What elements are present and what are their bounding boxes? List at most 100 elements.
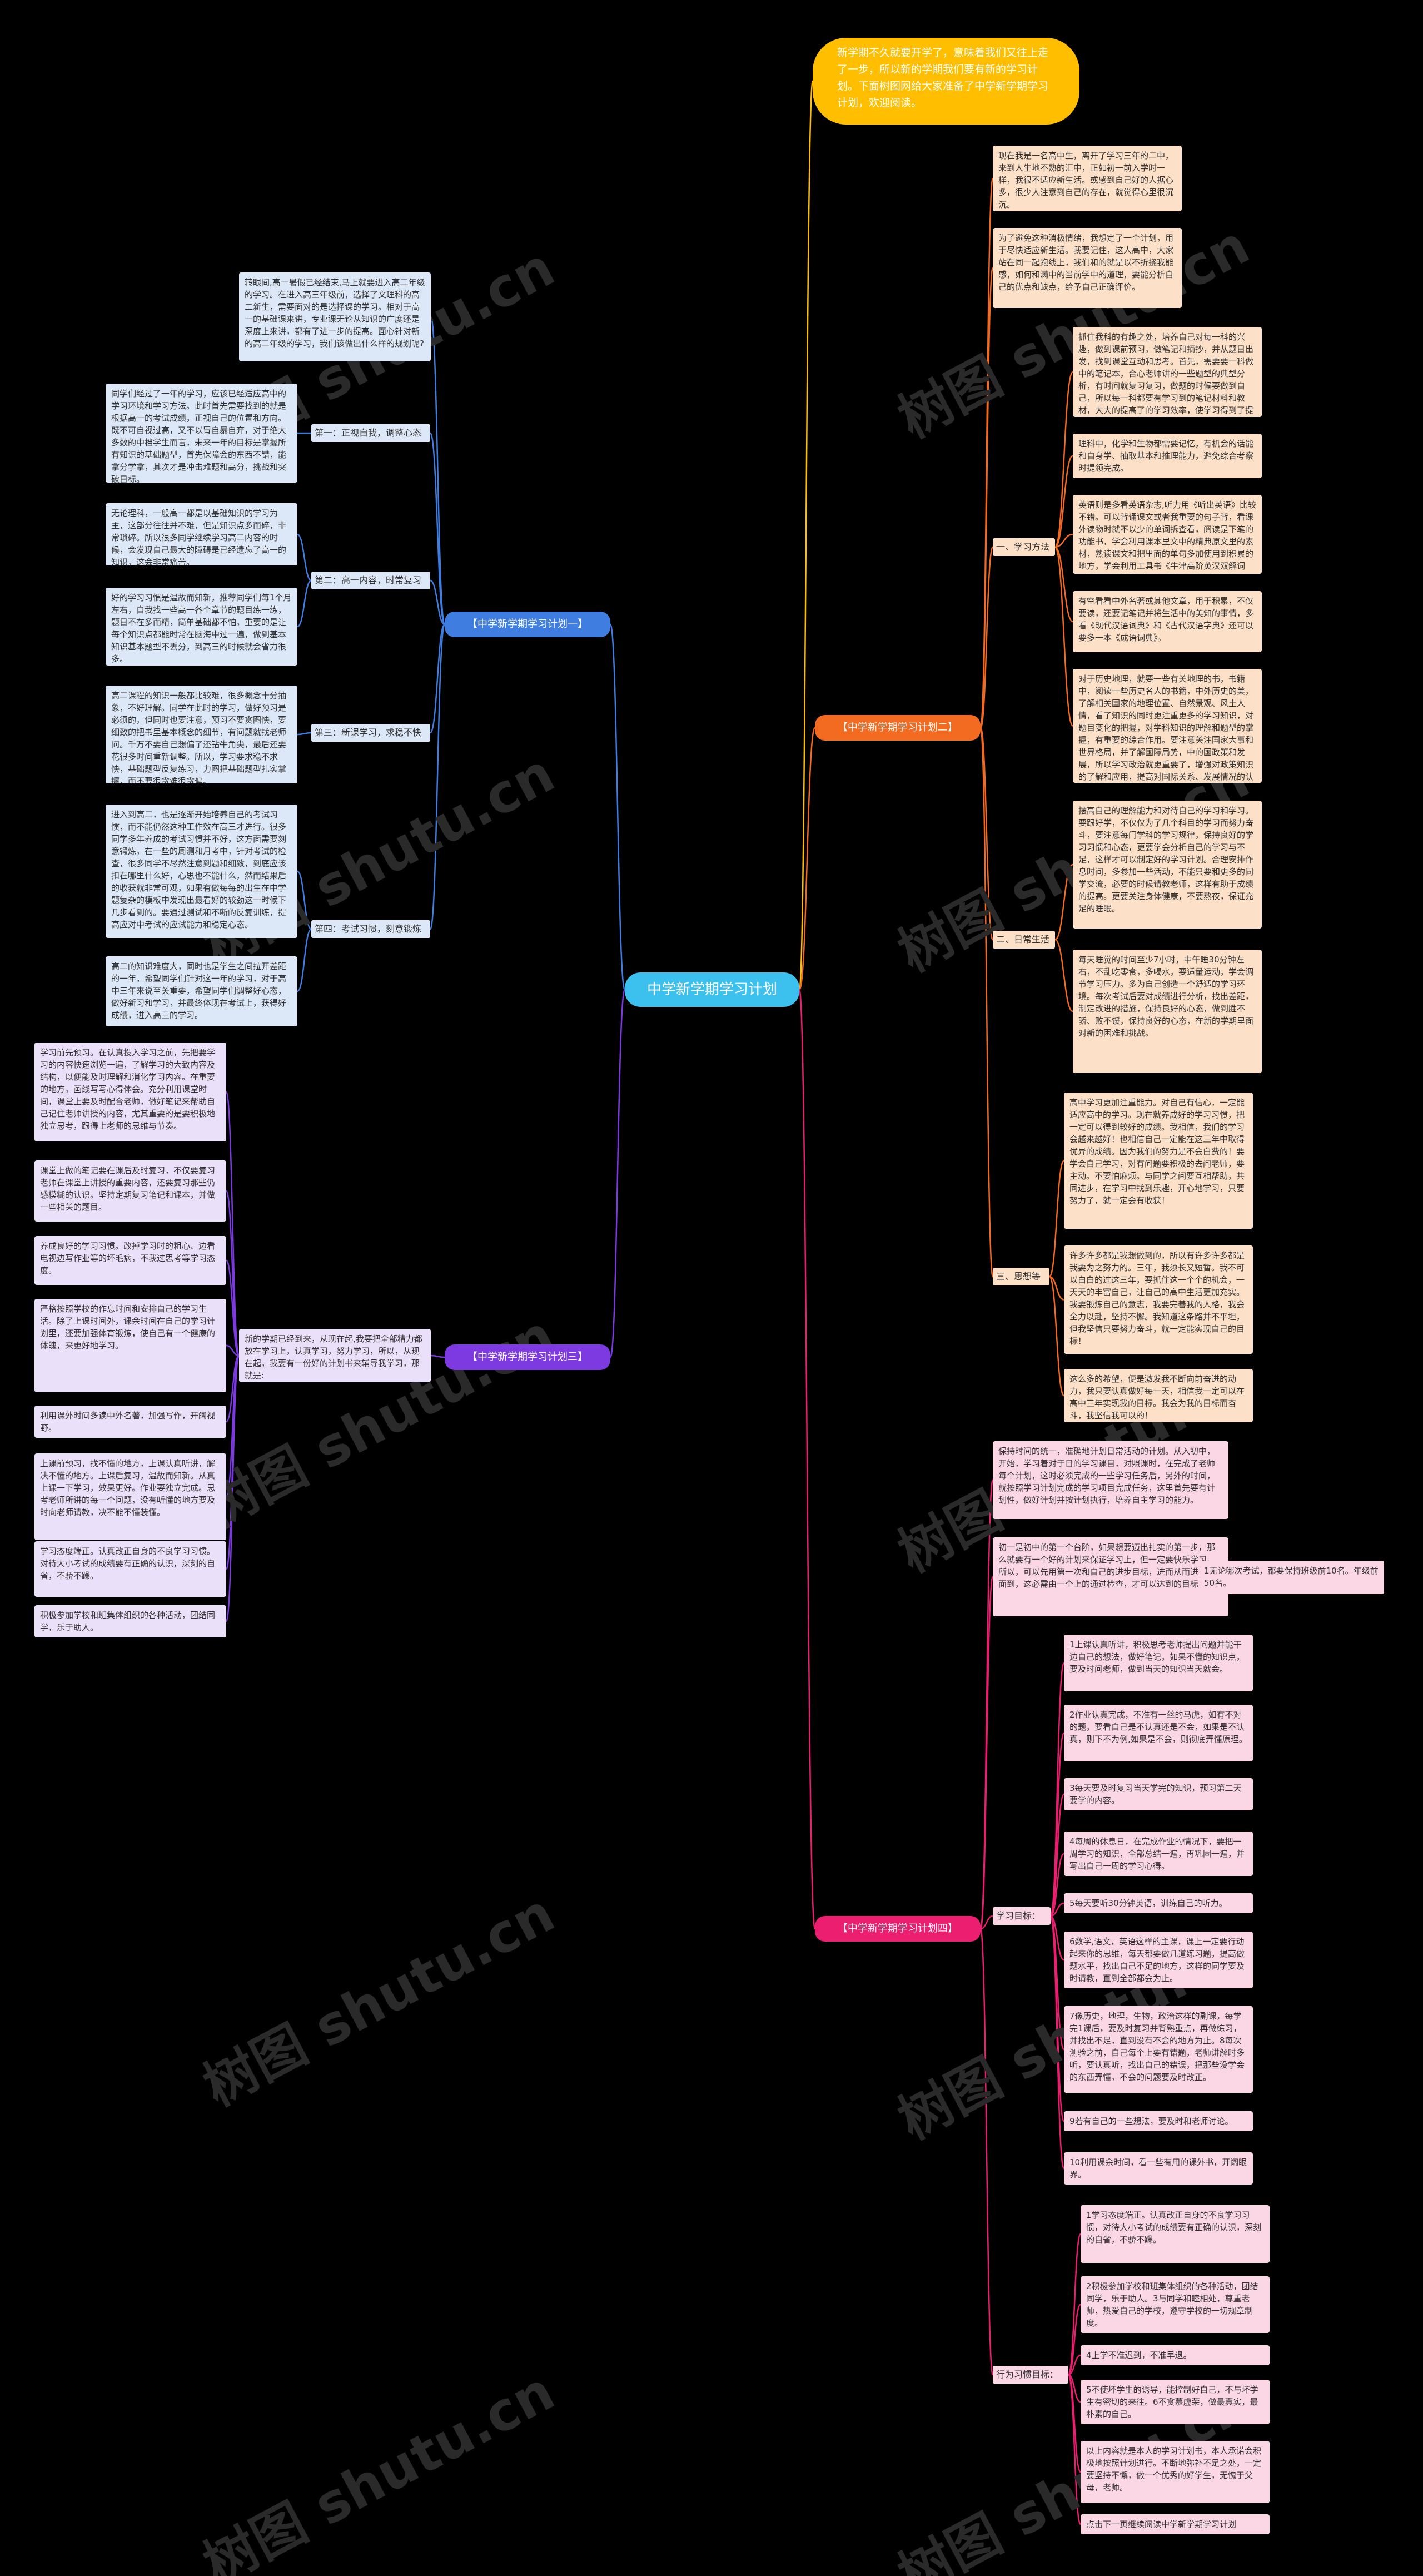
branch-plan-3[interactable]: 【中学新学期学习计划三】 [445, 1344, 610, 1370]
plan1-section-4[interactable]: 第四：考试习惯，刻意锻炼 [311, 920, 430, 938]
plan1-section-3[interactable]: 第三：新课学习，求稳不快 [311, 724, 430, 742]
plan3-leaf-4: 严格按照学校的作息时间和安排自己的学习生活。除了上课时间外，课余时间在自己的学习… [34, 1299, 226, 1392]
plan1-section-1[interactable]: 第一：正视自我，调整心态 [311, 424, 430, 442]
plan1-section-2[interactable]: 第二：高一内容，时常复习 [311, 572, 430, 589]
connector [429, 623, 446, 930]
connector [1067, 2304, 1082, 2376]
plan3-leaf-7: 学习态度端正。认真改正自身的不良学习习惯。对待大小考试的成绩要有正确的认识，深刻… [34, 1541, 226, 1597]
plan1-s2-leaf-1: 无论理科，一般高一都是以基础知识的学习为主，这部分往往并不难，但是知识点多而碎，… [106, 503, 297, 565]
plan1-s4-leaf-1: 进入到高二，也是逐渐开始培养自己的考试习惯，而不能仍然这种工作效在高三才进行。很… [106, 805, 297, 938]
plan4-footer-link[interactable]: 点击下一页继续阅读中学新学期学习计划 [1081, 2514, 1270, 2534]
connector [1054, 533, 1073, 548]
plan2-section-2[interactable]: 二、日常生活 [993, 931, 1055, 949]
connector [225, 1354, 240, 1622]
plan2-s3-leaf-1: 高中学习更加注重能力。对自己有信心，一定能适应高中的学习。现在就养成好的学习习惯… [1064, 1093, 1253, 1229]
connector [297, 533, 312, 582]
connector [1050, 1902, 1064, 1917]
connector [1049, 1793, 1065, 1917]
connector [979, 1576, 994, 1930]
connector [1054, 546, 1073, 623]
plan4-s2-leaf-3: 4上学不准迟到，不准早退。 [1081, 2345, 1270, 2365]
plan4-s2-leaf-4: 5不使坏学生的诱导，能控制好自己，不与坏学生有密切的来往。6不贪慕虚荣，做最真实… [1081, 2380, 1270, 2424]
connector [1048, 1275, 1065, 1397]
connector [1054, 546, 1074, 727]
plan4-s1-leaf-1: 1上课认真听讲，积极思考老师提出问题并能干边自己的想法，做好笔记，如果不懂的知识… [1064, 1635, 1253, 1691]
intro-bubble[interactable]: 新学期不久就要开学了，意味着我们又往上走了一步，所以新的学期我们要有新的学习计划… [813, 38, 1079, 125]
plan3-leaf-2: 课堂上做的笔记要在课后及时复习，不仅要复习老师在课堂上讲授的重要内容，还要复习那… [34, 1160, 226, 1222]
plan4-intro-1: 保持时间的统一，准确地计划日常活动的计划。从入初中，开始，学习着对于日的学习课目… [993, 1441, 1228, 1519]
connector [798, 989, 816, 1930]
connector [979, 267, 994, 729]
connector [226, 1344, 240, 1357]
connector [798, 727, 816, 991]
plan2-s1-leaf-3: 英语则是多看英语杂志,听力用《听出英语》比较不错。可以背诵课文或者我重要的句子背… [1073, 495, 1262, 574]
plan3-leaf-5: 利用课外时间多读中外名著，加强写作，开阔视野。 [34, 1406, 226, 1438]
connector [1068, 2354, 1081, 2376]
connector [979, 727, 994, 941]
connector [1054, 371, 1074, 548]
plan4-s1-leaf-2: 2作业认真完成，不准有一丝的马虎，如有不对的题，要看自己是不认真还是不会，如果是… [1064, 1705, 1253, 1761]
plan4-note: 1无论哪次考试，都要保持班级前10名。年级前50名。 [1198, 1561, 1384, 1594]
plan4-s1-leaf-8: 9若有自己的一些想法，要及时和老师讨论。 [1064, 2111, 1253, 2131]
plan2-s3-leaf-2: 许多许多都是我想做到的，所以有许多许多都是我要为之努力的。三年，我须长又短暂。我… [1064, 1245, 1253, 1354]
plan4-s2-leaf-2: 2积极参加学校和班集体组织的各种活动，团结同学，乐于助人。3与同学和睦相处，尊重… [1081, 2276, 1270, 2333]
plan4-s1-leaf-4: 4每周的休息日，在完成作业的情况下，要把一周学习的知识，全部总结一遍，再巩固一遍… [1064, 1832, 1253, 1876]
connector [296, 928, 312, 992]
plan2-section-3[interactable]: 三、思想等 [993, 1268, 1049, 1285]
plan2-s2-leaf-1: 摆高自己的理解能力和对待自己的学习和学习。要跟好学，不仅仅为了几个科目的学习而努… [1073, 801, 1262, 929]
connector [1048, 1160, 1065, 1278]
plan4-section-2[interactable]: 行为习惯目标： [993, 2366, 1068, 2384]
connector [979, 1479, 994, 1930]
branch-plan-2[interactable]: 【中学新学期学习计划二】 [815, 715, 981, 741]
plan1-s4-leaf-2: 高二的知识难度大，同时也是学生之间拉开差距的一年，希望同学们针对这一年的学习，对… [106, 956, 297, 1026]
connector [430, 316, 446, 626]
plan1-s1-leaf: 同学们经过了一年的学习，应该已经适应高中的学习环境和学习方法。此时首先需要找到的… [106, 384, 297, 483]
branch-plan-4[interactable]: 【中学新学期学习计划四】 [815, 1916, 981, 1942]
plan1-s2-leaf-2: 好的学习习惯是温故而知新，推荐同学们每1个月左右，自我找一些高一各个章节的题目练… [106, 588, 297, 666]
connector [980, 1915, 993, 1930]
plan4-intro-2: 初一是初中的第一个台阶，如果想要迈出扎实的第一步，那么就要有一个好的计划来保证学… [993, 1537, 1228, 1616]
connector [225, 1259, 240, 1357]
plan4-s2-leaf-1: 1学习态度端正。认真改正自身的不良学习习惯，对待大小考试的成绩要有正确的认识，深… [1081, 2205, 1270, 2263]
connector [1067, 2233, 1082, 2376]
connector [1049, 1275, 1064, 1301]
connector [430, 579, 445, 626]
plan2-intro-2: 为了避免这种消极情绪，我想定了一个计划，用于尽快适应新生活。我要记住，这人高中，… [993, 228, 1182, 308]
plan1-s3-leaf: 高二课程的知识一般都比较难，很多概念十分抽象，不好理解。同学在此时的学习，做好预… [106, 686, 297, 783]
root-topic[interactable]: 中学新学期学习计划 [625, 972, 799, 1007]
connector [1054, 939, 1073, 1012]
plan2-section-1[interactable]: 一、学习方法 [993, 538, 1055, 556]
plan3-leaf-1: 学习前先预习。在认真投入学习之前，先把要学习的内容快速浏览一遍，了解学习的大致内… [34, 1043, 226, 1141]
connector [609, 623, 626, 991]
plan4-s1-leaf-3: 3每天要及时复习当天学完的知识，预习第二天要学的内容。 [1064, 1778, 1253, 1810]
plan3-leaf-3: 养成良好的学习习惯。改掉学习时的粗心、边看电视边写作业等的坏毛病，不我过思考等学… [34, 1236, 226, 1285]
connector [1067, 2374, 1082, 2525]
connector [297, 579, 312, 628]
connector [297, 870, 312, 930]
connector [1054, 455, 1073, 548]
branch-plan-1[interactable]: 【中学新学期学习计划一】 [445, 612, 610, 637]
connector [1049, 1915, 1065, 2170]
plan2-s1-leaf-2: 理科中，化学和生物都需要记忆，有机会的话能和自身学、抽取基本和推理能力，避免综合… [1073, 434, 1262, 478]
connector [1054, 863, 1073, 941]
connector [979, 546, 994, 729]
plan2-s2-leaf-2: 每天睡觉的时间至少7小时，中午睡30分钟左右，不乱吃零食，多喝水，要适量运动，学… [1073, 950, 1262, 1073]
connector [429, 432, 446, 626]
connector [1049, 1662, 1065, 1917]
connector [979, 727, 994, 1278]
plan3-leaf-6: 上课前预习，找不懂的地方，上课认真听讲，解决不懂的地方。上课后复习，温故而知新。… [34, 1453, 226, 1540]
plan2-s1-leaf-4: 有空看看中外名著或其他文章，用于积累，不仅要读，还要记笔记并将生活中的美知的事情… [1073, 591, 1262, 652]
connector [297, 732, 312, 736]
plan1-intro: 转眼间,高一暑假已经结束,马上就要进入高二年级的学习。在进入高三年级前，选择了文… [239, 272, 431, 361]
connector [430, 1354, 445, 1358]
plan3-intro: 新的学期已经到来，从现在起,我要把全部精力都放在学习上，认真学习，努力学习，所以… [239, 1329, 431, 1382]
connector [979, 1928, 994, 2376]
connector [1050, 1915, 1064, 1961]
plan4-section-1[interactable]: 学习目标： [993, 1907, 1051, 1925]
plan4-s1-leaf-9: 10利用课余时间，看一些有用的课外书，开阔眼界。 [1064, 2152, 1253, 2185]
plan2-s3-leaf-3: 这么多的希望，便是激发我不断向前奋进的动力，我只要认真做好每一天，相信我一定可以… [1064, 1369, 1253, 1422]
connector [1049, 1853, 1065, 1917]
connector [609, 989, 626, 1358]
